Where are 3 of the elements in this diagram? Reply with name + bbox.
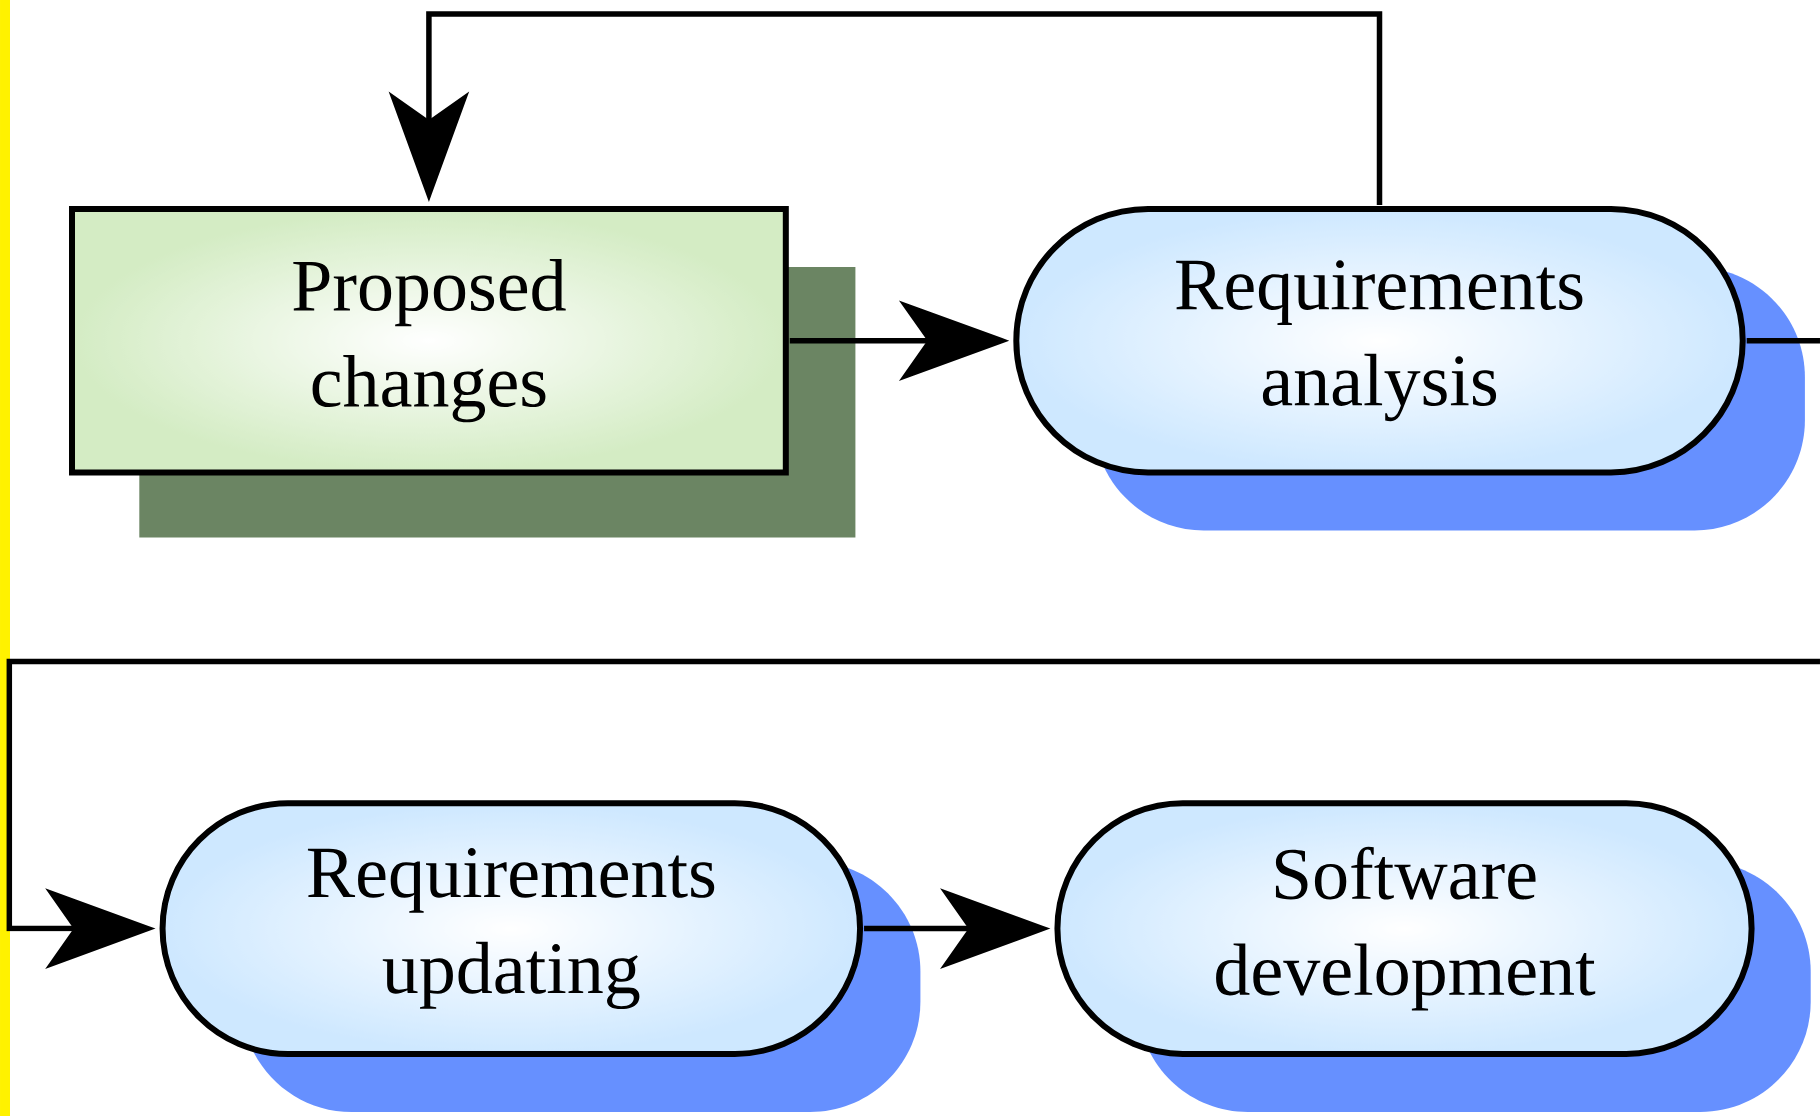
- process-terminal: Requirements updating: [159, 800, 921, 1112]
- process-terminal: Requirements analysis: [1013, 205, 1805, 531]
- process-terminal: Software development: [1054, 800, 1811, 1112]
